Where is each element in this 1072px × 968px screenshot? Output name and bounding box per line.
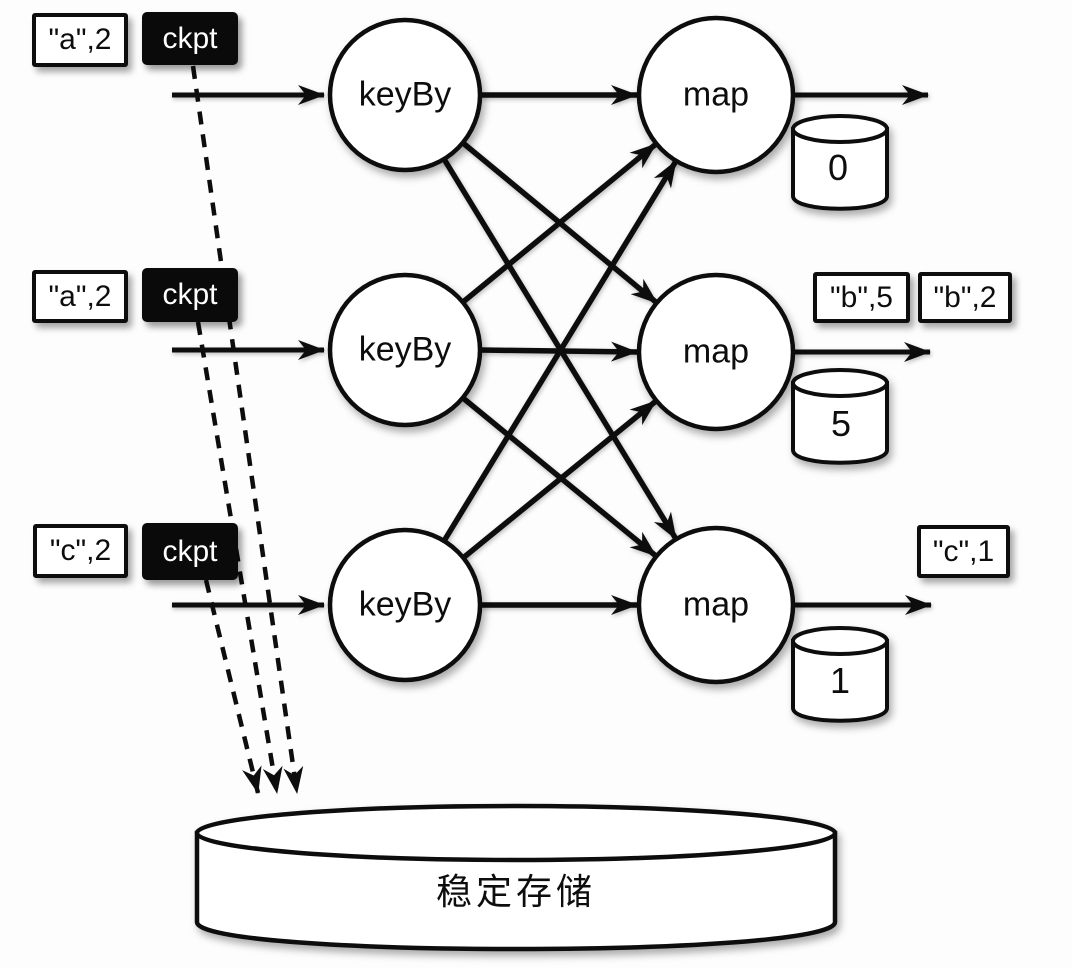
input-tuple-box-row3: "c",2 [33,524,128,578]
connector-keyby3-map1 [441,159,679,543]
map-label-1: map [682,75,750,114]
map-node-1 [636,15,796,175]
shuffle-connectors [441,85,679,615]
connector-keyby3-map2 [461,398,658,561]
connector-keyby2-map1 [461,141,658,305]
map-label-3: map [682,585,750,624]
state-cylinders [791,114,889,723]
keyby-node-3 [327,527,483,683]
state-value-3: 1 [829,660,851,701]
keyby-label-2: keyBy [358,330,452,369]
output-arrows [794,85,932,615]
checkpoint-barrier-row3: ckpt [142,523,238,580]
map-label-2: map [682,332,750,371]
checkpoint-barrier-label-row2: ckpt [162,278,218,311]
state-value-1: 0 [827,147,849,188]
keyby-label-3: keyBy [358,585,452,624]
checkpoint-arrow-row3 [203,579,262,794]
stable-storage-cylinder [194,803,838,952]
state-value-2: 5 [830,403,852,444]
output-tuple-text-row2-b: "b",2 [933,280,997,314]
input-tuple-box-row1: "a",2 [32,13,128,67]
checkpoint-arrow-row1 [190,65,304,794]
map-nodes [636,15,796,685]
map-node-3 [636,525,796,685]
output-tuple-box-row2-a: "b",5 [813,272,910,323]
checkpoint-barrier-row2: ckpt [142,268,238,322]
checkpoint-dashed-arrows [190,65,304,794]
checkpoint-barrier-row1: ckpt [142,12,238,65]
keyby-label-1: keyBy [358,75,452,114]
keyby-nodes [327,17,483,683]
output-tuple-box-row2-b: "b",2 [918,272,1012,323]
keyby-node-2 [327,272,483,428]
input-tuple-text-row1: "a",2 [48,23,112,56]
output-tuple-text-row3: "c",1 [932,534,995,568]
output-tuple-box-row3: "c",1 [917,525,1010,578]
stable-storage-label: 稳定存储 [435,872,597,912]
input-tuple-text-row2: "a",2 [48,279,112,313]
checkpoint-barrier-label-row1: ckpt [162,21,218,55]
output-tuple-text-row2-a: "b",5 [829,280,893,314]
checkpoint-barrier-label-row3: ckpt [162,534,218,568]
input-tuple-box-row2: "a",2 [32,270,128,323]
map-node-2 [636,272,796,432]
state-cylinder-3 [791,626,889,723]
keyby-node-1 [327,17,483,173]
state-cylinder-1 [791,114,889,211]
input-tuple-text-row3: "c",2 [49,534,112,567]
state-cylinder-2 [791,368,889,465]
